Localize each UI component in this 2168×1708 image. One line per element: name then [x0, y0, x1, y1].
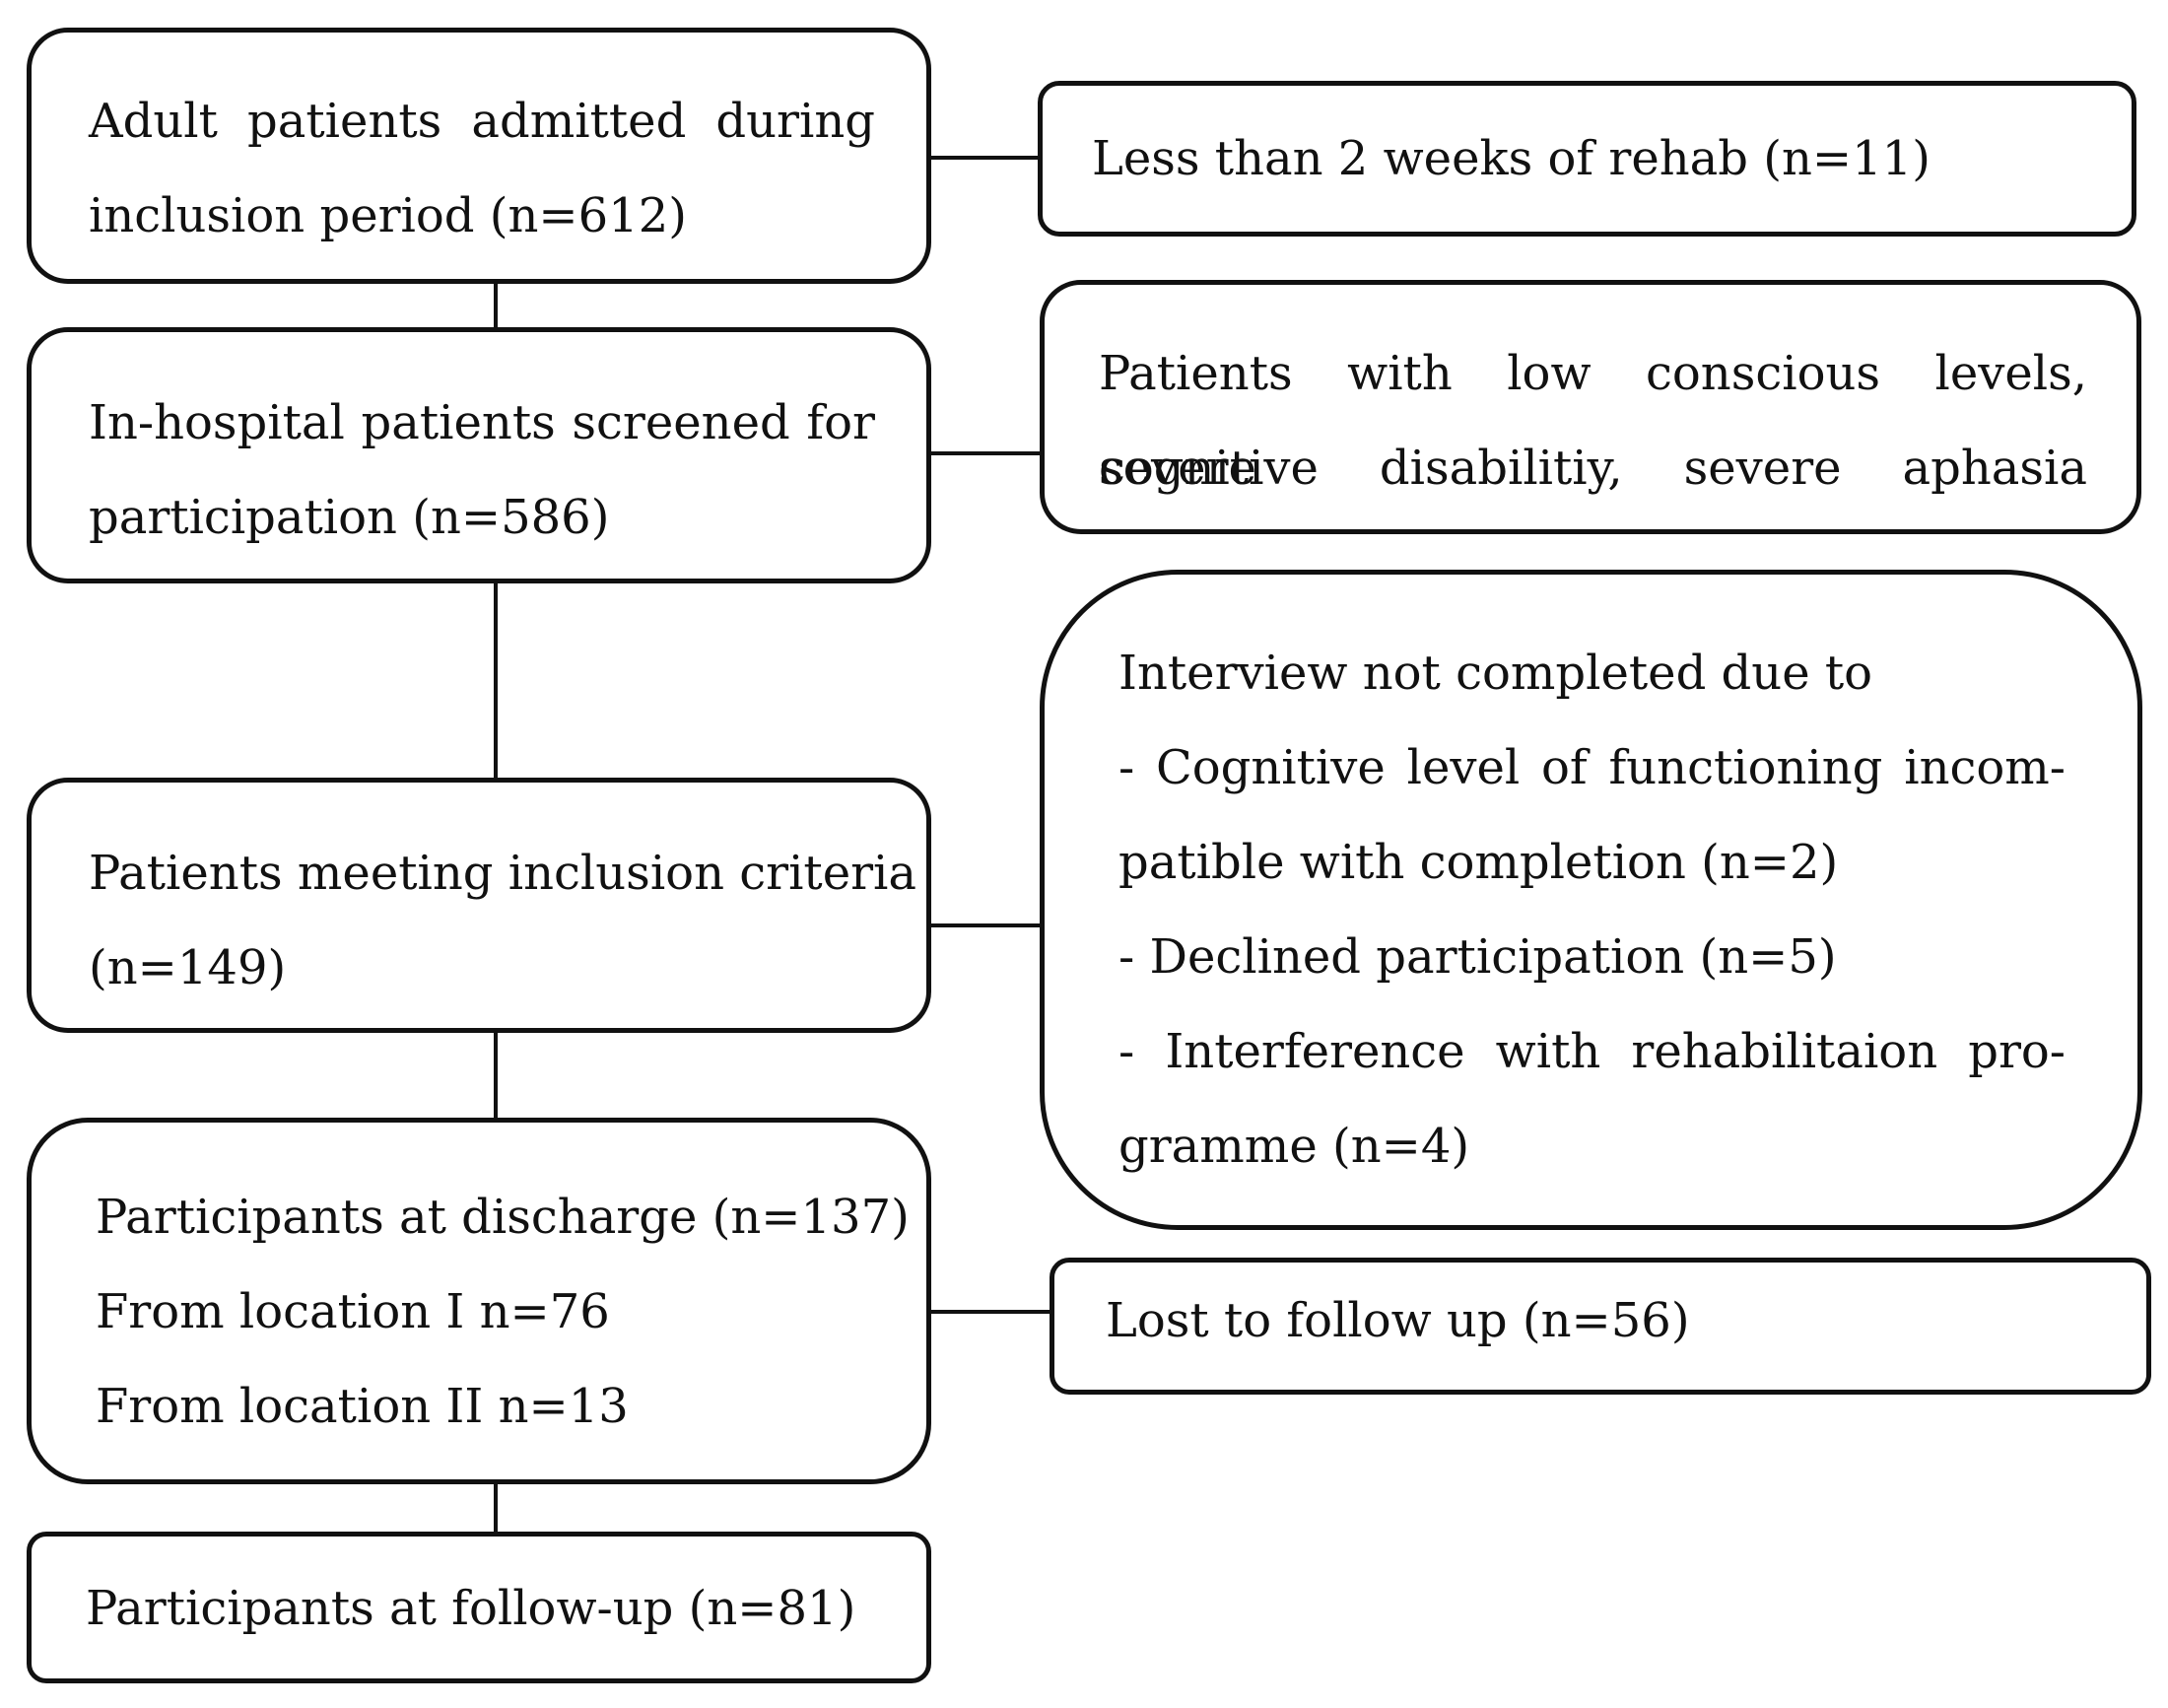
connector-admitted-screened — [494, 284, 498, 327]
interview-line-5: - Interference with rehabilitaion pro- — [1118, 1024, 2066, 1079]
connector-admitted-rehab — [928, 156, 1038, 160]
connector-discharge-followup — [494, 1484, 498, 1532]
admitted-box: Adult patients admitted during inclusion… — [27, 28, 931, 284]
rehab-exclusion-box: Less than 2 weeks of rehab (n=11) — [1038, 81, 2136, 237]
connector-discharge-lost — [928, 1310, 1050, 1314]
conscious-exclusion-box: Patients with low conscious levels, seve… — [1040, 280, 2141, 534]
conscious-line-1: Patients with low conscious levels, seve… — [1099, 346, 2087, 496]
admitted-line-2: inclusion period (n=612) — [89, 188, 687, 243]
discharge-line-3: From location II n=13 — [96, 1379, 629, 1434]
screened-line-1: In-hospital patients screened for — [89, 395, 875, 450]
connector-meeting-interview — [928, 923, 1040, 927]
lost-followup-box: Lost to follow up (n=56) — [1050, 1258, 2151, 1395]
screened-line-2: participation (n=586) — [89, 490, 610, 545]
discharge-box: Participants at discharge (n=137) From l… — [27, 1118, 931, 1484]
discharge-line-1: Participants at discharge (n=137) — [96, 1190, 910, 1245]
connector-meeting-discharge — [494, 1033, 498, 1118]
connector-screened-meeting — [494, 581, 498, 778]
meeting-line-1: Patients meeting inclusion criteria — [89, 846, 917, 901]
admitted-line-1: Adult patients admitted during — [89, 94, 875, 149]
discharge-line-2: From location I n=76 — [96, 1284, 610, 1339]
interview-exclusion-box: Interview not completed due to - Cogniti… — [1040, 570, 2142, 1230]
interview-line-1: Interview not completed due to — [1118, 646, 1873, 701]
lost-line-1: Lost to follow up (n=56) — [1106, 1293, 1690, 1348]
rehab-line-1: Less than 2 weeks of rehab (n=11) — [1092, 131, 1931, 186]
screened-box: In-hospital patients screened for partic… — [27, 327, 931, 583]
meeting-line-2: (n=149) — [89, 940, 287, 995]
interview-line-2: - Cognitive level of functioning incom- — [1118, 740, 2066, 795]
followup-line-1: Participants at follow-up (n=81) — [86, 1581, 856, 1636]
interview-line-4: - Declined participation (n=5) — [1118, 929, 1837, 985]
connector-screened-conscious — [928, 451, 1040, 455]
conscious-line-2: cognitive disabilitiy, severe aphasia — [1099, 441, 2087, 496]
interview-line-3: patible with completion (n=2) — [1118, 835, 1839, 890]
interview-line-6: gramme (n=4) — [1118, 1119, 1470, 1174]
meeting-criteria-box: Patients meeting inclusion criteria (n=1… — [27, 778, 931, 1033]
followup-box: Participants at follow-up (n=81) — [27, 1532, 931, 1683]
